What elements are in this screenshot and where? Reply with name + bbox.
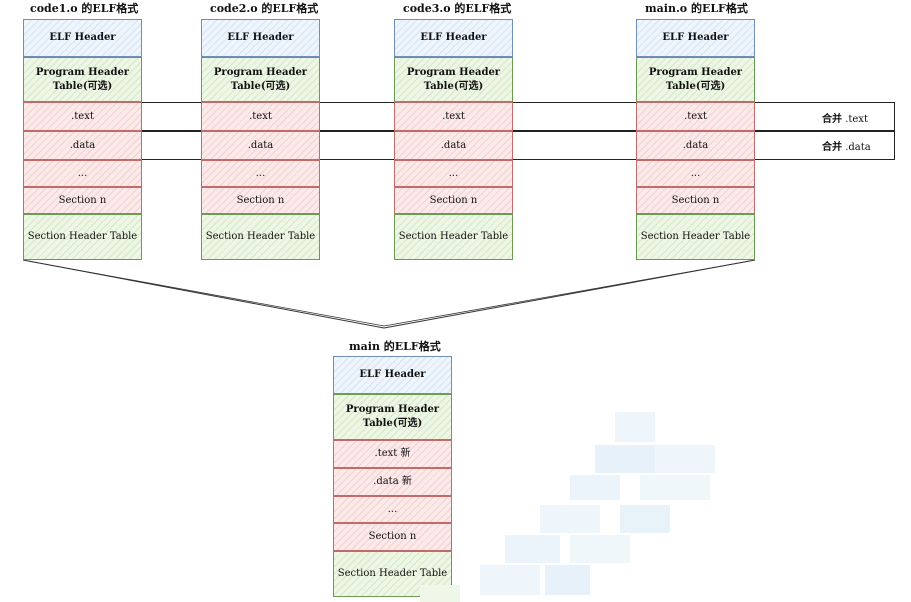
data-section-block: .data	[23, 131, 142, 160]
merge-data-label: 合并 .data	[822, 138, 871, 153]
section-header-table-block: Section Header Table	[333, 551, 452, 597]
section-header-table-block: Section Header Table	[636, 214, 755, 260]
text-section-block: .text	[636, 102, 755, 131]
data-section-block: .data	[201, 131, 320, 160]
section-n-block: Section n	[201, 187, 320, 214]
program-header-line1: Program Header	[345, 404, 440, 415]
elf-header-block: ELF Header	[23, 19, 142, 57]
section-n-block: Section n	[333, 523, 452, 551]
program-header-line1: Program Header	[35, 66, 130, 78]
program-header-line1: Program Header	[213, 66, 308, 78]
elf-header-block: ELF Header	[394, 19, 513, 57]
section-header-table-block: Section Header Table	[394, 214, 513, 260]
file-title-code1: code1.o 的ELF格式	[30, 2, 139, 15]
section-n-block: Section n	[23, 187, 142, 214]
program-header-line2: Table(可选)	[665, 80, 726, 92]
text-section-block: .text	[394, 102, 513, 131]
data-section-block: .data	[636, 131, 755, 160]
text-new-section-block: .text 新	[333, 440, 452, 468]
ellipsis-section-block: ...	[636, 160, 755, 187]
elf-header-block: ELF Header	[333, 356, 452, 394]
data-new-section-block: .data 新	[333, 468, 452, 496]
elf-header-block: ELF Header	[636, 19, 755, 57]
data-section-block: .data	[394, 131, 513, 160]
file-title-main-o: main.o 的ELF格式	[645, 2, 748, 15]
elf-header-block: ELF Header	[201, 19, 320, 57]
section-header-table-block: Section Header Table	[23, 214, 142, 260]
ellipsis-section-block: ...	[394, 160, 513, 187]
text-section-block: .text	[201, 102, 320, 131]
section-header-table-block: Section Header Table	[201, 214, 320, 260]
program-header-line1: Program Header	[648, 66, 743, 78]
merge-text-section: .text	[845, 114, 868, 125]
merge-data-word: 合并	[822, 142, 842, 153]
ellipsis-section-block: ...	[23, 160, 142, 187]
program-header-line1: Program Header	[406, 66, 501, 78]
result-title: main 的ELF格式	[349, 340, 441, 353]
file-title-code3: code3.o 的ELF格式	[403, 2, 512, 15]
program-header-line2: Table(可选)	[423, 80, 484, 92]
merge-text-label: 合并 .text	[822, 110, 868, 125]
ellipsis-section-block: ...	[333, 496, 452, 523]
text-section-block: .text	[23, 102, 142, 131]
merge-data-section: .data	[845, 142, 871, 153]
section-n-block: Section n	[394, 187, 513, 214]
file-title-code2: code2.o 的ELF格式	[210, 2, 319, 15]
merge-text-word: 合并	[822, 114, 842, 125]
program-header-line2: Table(可选)	[362, 418, 423, 429]
program-header-line2: Table(可选)	[52, 80, 113, 92]
ellipsis-section-block: ...	[201, 160, 320, 187]
program-header-line2: Table(可选)	[230, 80, 291, 92]
section-n-block: Section n	[636, 187, 755, 214]
